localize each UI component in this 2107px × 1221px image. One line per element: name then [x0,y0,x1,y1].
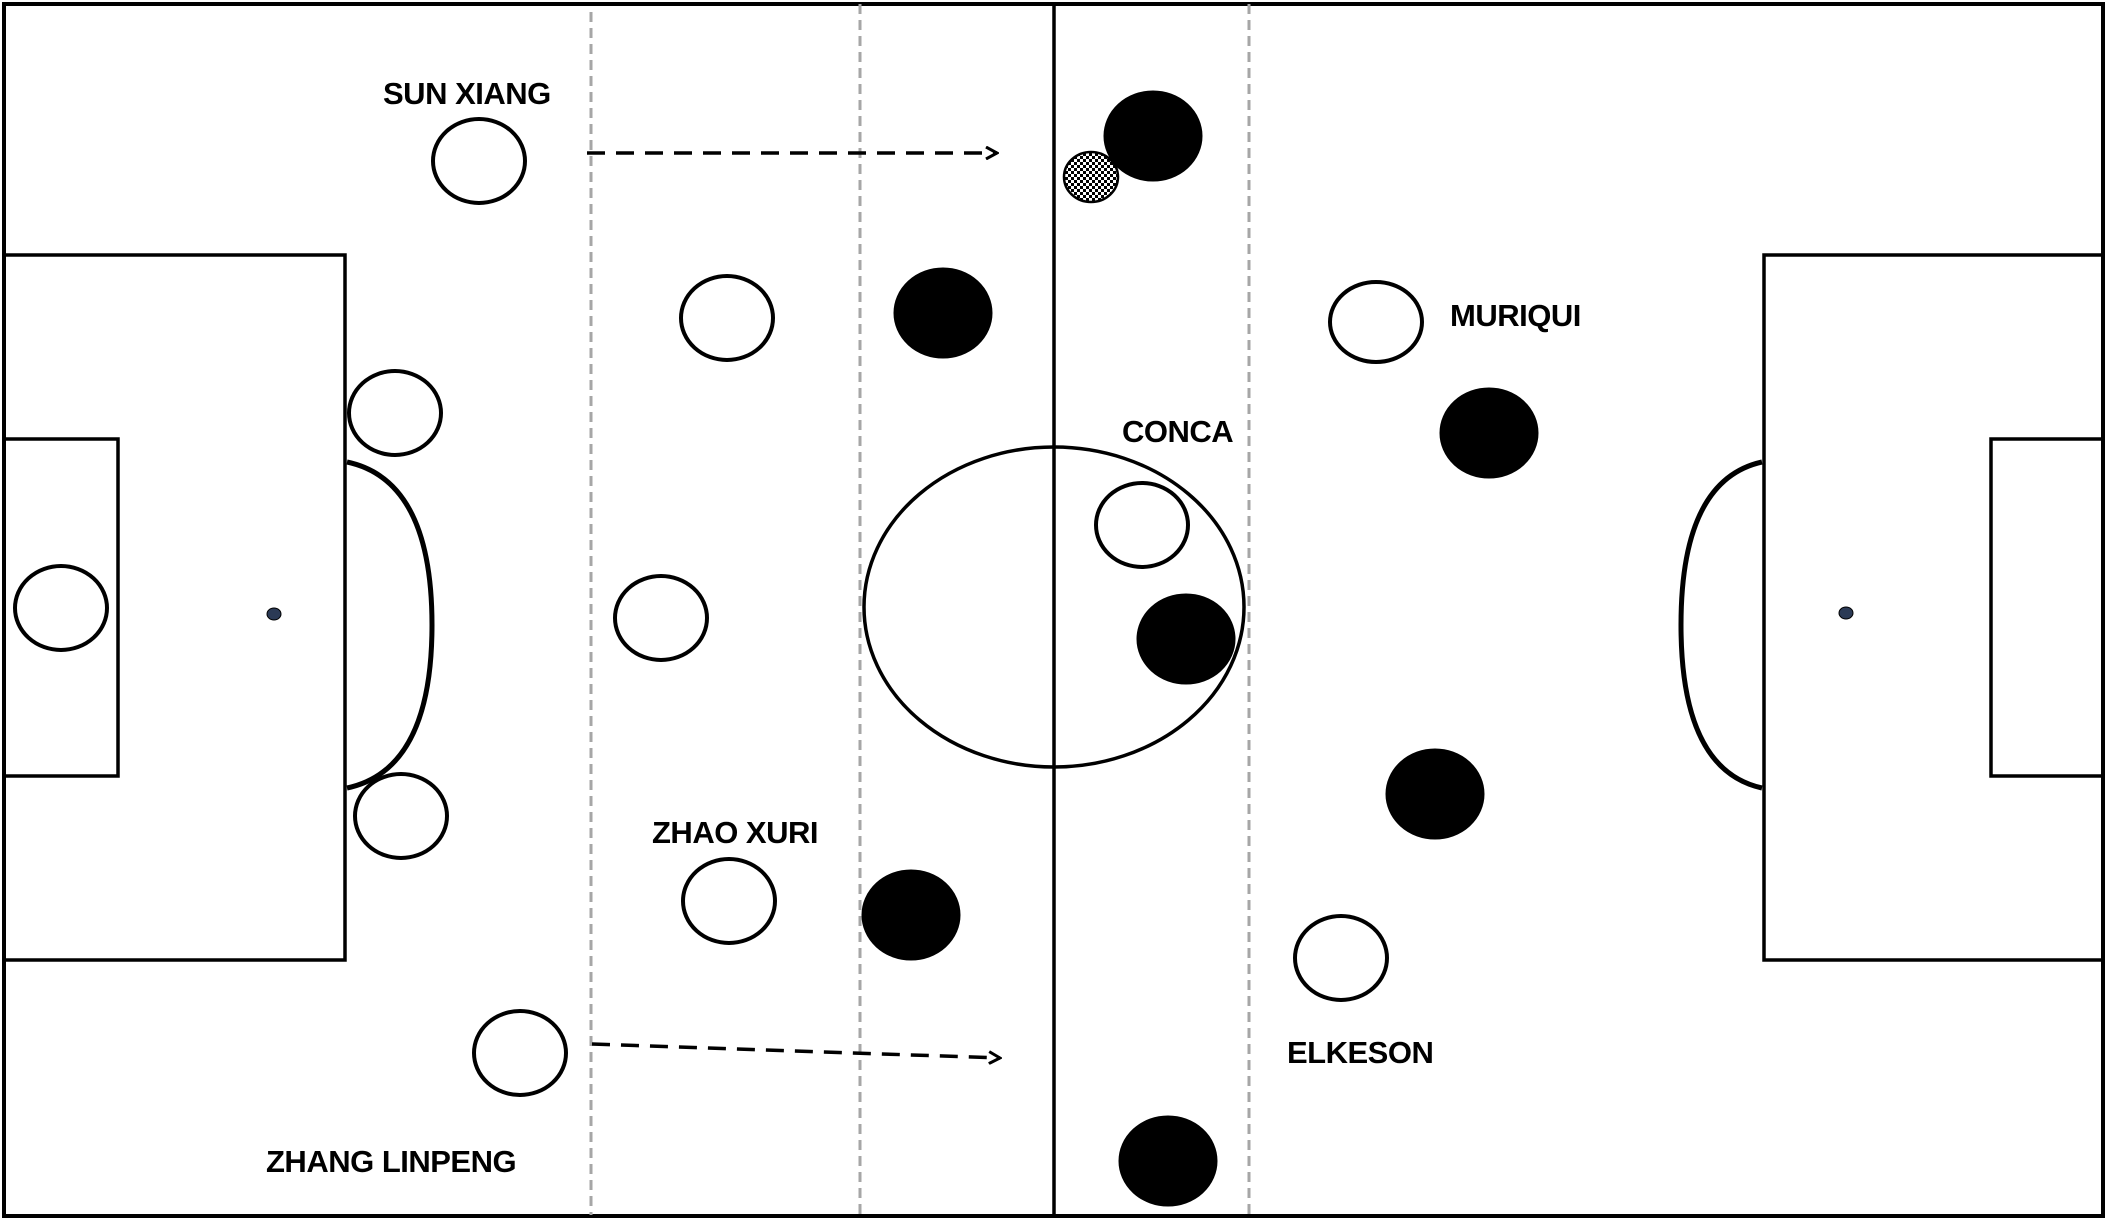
dashed-arrow-icon [591,1042,1000,1058]
left-penalty-arc [346,459,435,791]
player-white [679,274,775,362]
right-penalty-arc [1678,459,1763,791]
left-goal-area [2,437,120,778]
player-white [1293,914,1389,1002]
label-zhang-linpeng: ZHANG LINPENG [266,1144,516,1179]
center-circle [862,445,1246,769]
label-muriqui: MURIQUI [1450,298,1581,333]
player-black [1385,748,1485,840]
player-black [1118,1115,1218,1207]
player-white [353,772,449,860]
label-sun-xiang: SUN XIANG [383,76,551,111]
right-goal-area [1989,437,2105,778]
ball-icon [1062,150,1120,204]
player-black [1103,90,1203,182]
player-white [1328,280,1424,364]
player-white [13,564,109,652]
label-elkeson: ELKESON [1287,1035,1433,1070]
left-penalty-spot [266,607,282,621]
player-white [431,117,527,205]
right-penalty-spot [1838,606,1854,620]
player-black [1439,387,1539,479]
team-black [861,90,1539,1207]
player-white [472,1009,568,1097]
player-black [893,267,993,359]
label-conca: CONCA [1122,414,1233,449]
team-white [13,117,1424,1097]
player-black [861,869,961,961]
player-white [347,369,443,457]
player-black [1136,593,1236,685]
player-white [613,574,709,662]
player-white [1094,481,1190,569]
label-zhao-xuri: ZHAO XURI [652,815,818,850]
player-white [681,857,777,945]
